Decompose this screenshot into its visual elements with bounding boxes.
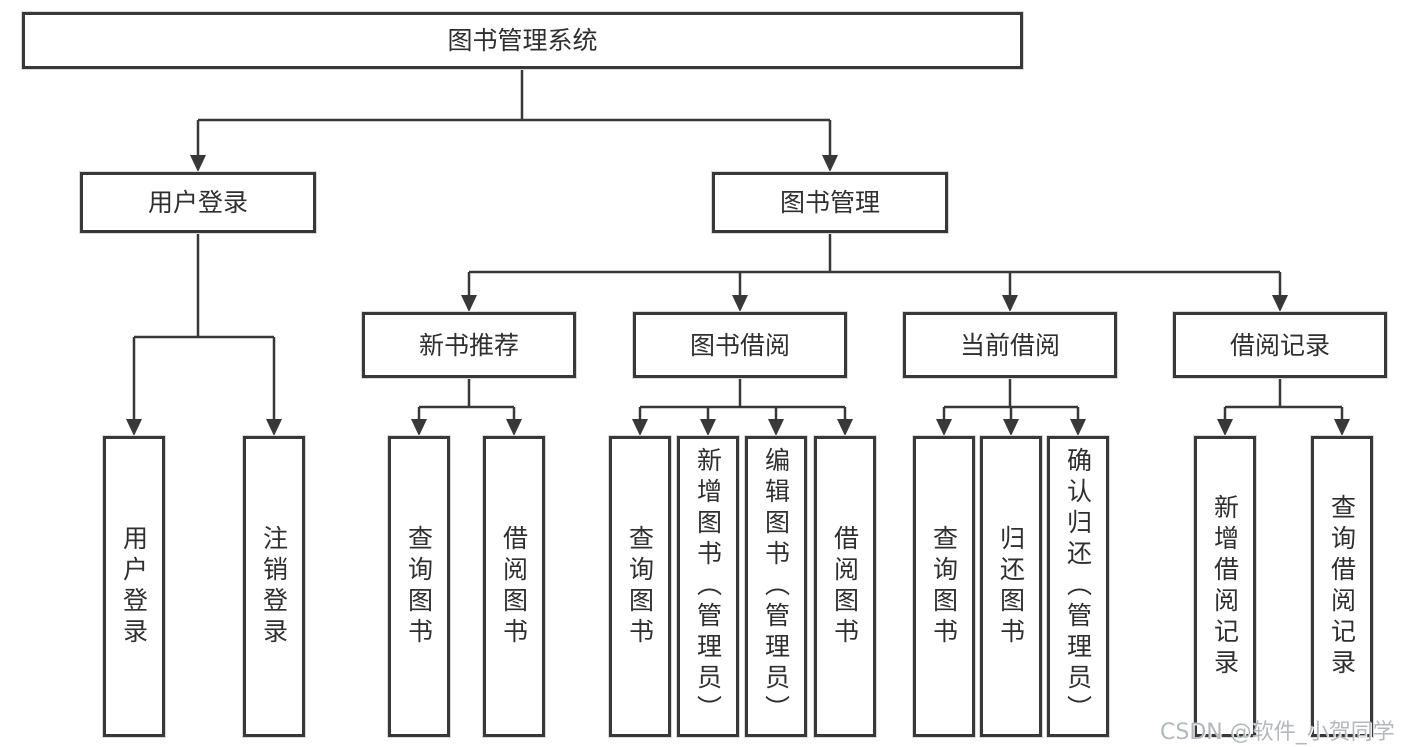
node-label: 图书管理 [779, 188, 880, 217]
leaf-borrow-query-books: 查询图书 [609, 436, 671, 737]
node-book-borrow: 图书借阅 [633, 312, 847, 378]
node-label: 用户登录 [147, 188, 248, 217]
leaf-recommend-borrow-books: 借阅图书 [483, 436, 545, 737]
connector-book-borrow [632, 378, 853, 436]
node-label: 借阅图书 [499, 524, 529, 649]
node-label: 借阅记录 [1229, 330, 1330, 360]
leaf-recommend-query-books: 查询图书 [388, 436, 450, 737]
node-library-system: 图书管理系统 [22, 12, 1023, 69]
connector-current-borrow [936, 378, 1086, 436]
node-label: 当前借阅 [959, 330, 1060, 360]
node-label: 查询图书 [404, 524, 434, 649]
connector-user-login [126, 233, 282, 436]
connector-new-book-recommend [411, 378, 522, 436]
leaf-user-login: 用户登录 [103, 436, 165, 737]
node-label: 借阅图书 [830, 524, 860, 649]
leaf-add-books-admin: 新增图书（管理员） [677, 436, 739, 737]
leaf-logout: 注销登录 [243, 436, 305, 737]
node-label: 编辑图书（管理员） [761, 447, 791, 726]
leaf-borrow-books: 借阅图书 [814, 436, 876, 737]
node-label: 用户登录 [119, 524, 149, 649]
leaf-query-borrow-record: 查询借阅记录 [1311, 436, 1373, 737]
leaf-edit-books-admin: 编辑图书（管理员） [745, 436, 807, 737]
connector-root [190, 68, 838, 172]
node-label: 新书推荐 [418, 330, 519, 360]
leaf-current-query-books: 查询图书 [913, 436, 975, 737]
node-new-book-recommend: 新书推荐 [362, 312, 576, 378]
node-label: 注销登录 [259, 524, 289, 649]
node-current-borrow: 当前借阅 [903, 312, 1117, 378]
connector-borrow-records [1217, 378, 1350, 436]
node-label: 查询借阅记录 [1327, 493, 1357, 680]
leaf-add-borrow-record: 新增借阅记录 [1194, 436, 1256, 737]
node-label: 查询图书 [929, 524, 959, 649]
leaf-confirm-return-admin: 确认归还（管理员） [1047, 436, 1109, 737]
leaf-return-books: 归还图书 [980, 436, 1042, 737]
csdn-watermark: CSDN @软件_小贺同学 [1160, 720, 1395, 745]
node-label: 确认归还（管理员） [1063, 447, 1093, 726]
node-label: 新增图书（管理员） [693, 447, 723, 726]
node-label: 图书借阅 [689, 330, 790, 360]
node-book-management: 图书管理 [712, 172, 948, 233]
node-label: 新增借阅记录 [1210, 493, 1240, 680]
node-label: 图书管理系统 [447, 26, 598, 55]
node-borrow-records: 借阅记录 [1173, 312, 1387, 378]
node-user-login: 用户登录 [80, 172, 316, 233]
connector-book-management [461, 233, 1288, 312]
node-label: 归还图书 [996, 524, 1026, 649]
node-label: 查询图书 [625, 524, 655, 649]
